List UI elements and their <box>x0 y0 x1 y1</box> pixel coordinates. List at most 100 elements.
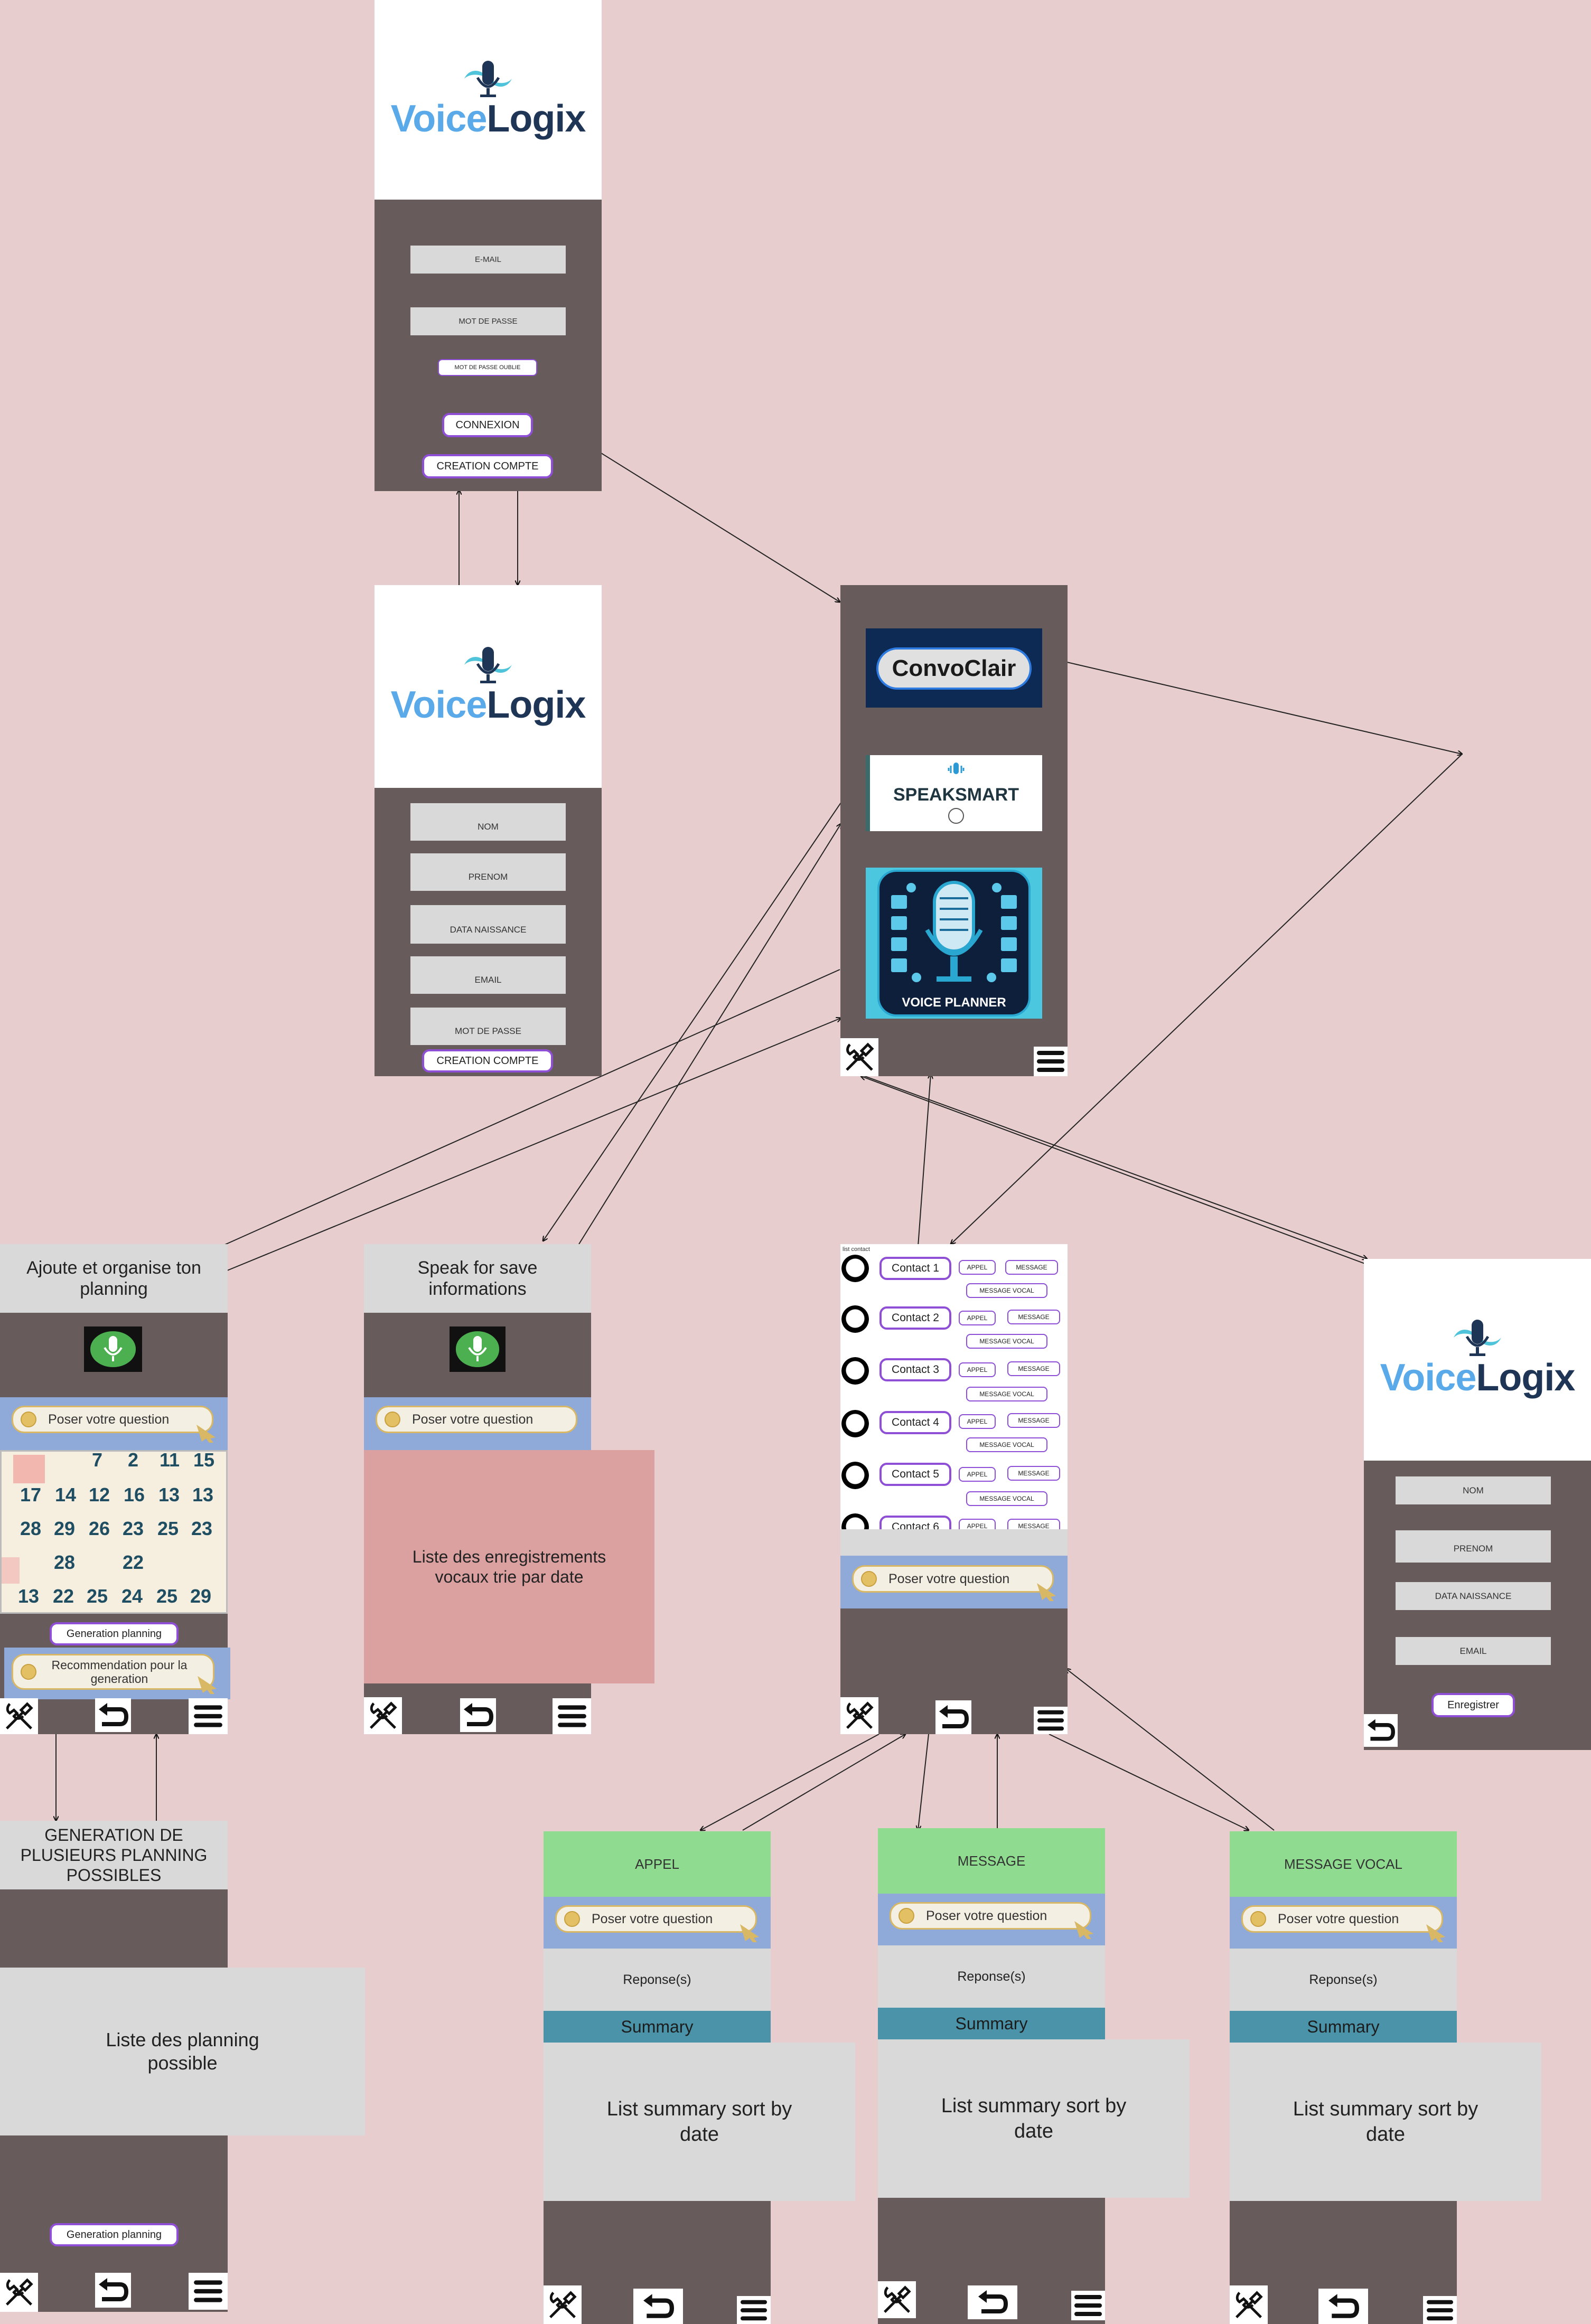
hamburger-menu-icon[interactable] <box>737 2296 771 2324</box>
call-button[interactable]: APPEL <box>959 1311 996 1325</box>
calendar-day[interactable]: 11 <box>160 1449 180 1471</box>
message-button[interactable]: MESSAGE <box>1007 1413 1060 1428</box>
signup-password-input[interactable]: MOT DE PASSE <box>410 1008 566 1045</box>
calendar-day[interactable]: 22 <box>123 1551 144 1573</box>
call-button[interactable]: APPEL <box>959 1467 996 1482</box>
calendar-day[interactable]: 14 <box>55 1484 77 1506</box>
convoclair-app-tile[interactable]: ConvoClair <box>866 628 1042 708</box>
calendar-day[interactable]: 28 <box>54 1551 76 1573</box>
summary-header[interactable]: Summary <box>878 2008 1105 2039</box>
question-input[interactable]: Poser votre question <box>555 1905 757 1933</box>
profile-birthdate-input[interactable]: DATA NAISSANCE <box>1396 1582 1551 1610</box>
calendar-day[interactable]: 13 <box>192 1484 214 1506</box>
calendar-day[interactable]: 25 <box>87 1585 108 1607</box>
question-input[interactable]: Poser votre question <box>376 1406 577 1433</box>
summary-list[interactable]: List summary sort by date <box>544 2043 855 2201</box>
message-button[interactable]: MESSAGE <box>1007 1310 1060 1324</box>
profile-email-input[interactable]: EMAIL <box>1396 1637 1551 1665</box>
generate-planning-button[interactable]: Generation planning <box>50 1622 179 1645</box>
calendar-day[interactable]: 29 <box>54 1518 76 1539</box>
back-arrow-icon[interactable] <box>1318 2289 1368 2324</box>
calendar-day[interactable]: 13 <box>158 1484 180 1506</box>
create-account-button[interactable]: CREATION COMPTE <box>422 454 553 478</box>
settings-tools-icon[interactable] <box>364 1697 402 1734</box>
question-input[interactable]: Poser votre question <box>12 1406 213 1433</box>
back-arrow-icon[interactable] <box>95 1698 131 1732</box>
calendar-day[interactable]: 12 <box>89 1484 110 1506</box>
calendar-widget[interactable] <box>0 1450 228 1614</box>
recommend-input[interactable]: Recommendation pour la generation <box>12 1654 214 1690</box>
contact-2-button[interactable]: Contact 2 <box>879 1306 951 1330</box>
profile-prenom-input[interactable]: PRENOM <box>1396 1530 1551 1563</box>
back-arrow-icon[interactable] <box>460 1698 496 1732</box>
contact-3-button[interactable]: Contact 3 <box>879 1358 951 1381</box>
call-button[interactable]: APPEL <box>959 1362 996 1377</box>
question-input[interactable]: Poser votre question <box>1241 1905 1443 1933</box>
speaksmart-app-tile[interactable]: SPEAKSMART <box>866 755 1042 831</box>
hamburger-menu-icon[interactable] <box>189 2273 228 2310</box>
email-input[interactable]: E-MAIL <box>410 246 566 274</box>
calendar-day[interactable]: 25 <box>157 1518 179 1539</box>
calendar-day[interactable]: 16 <box>124 1484 145 1506</box>
calendar-day[interactable]: 23 <box>191 1518 213 1539</box>
calendar-day[interactable]: 15 <box>193 1449 215 1471</box>
settings-tools-icon[interactable] <box>0 2273 38 2312</box>
summary-header[interactable]: Summary <box>544 2011 771 2043</box>
summary-header[interactable]: Summary <box>1230 2011 1457 2043</box>
question-input[interactable]: Poser votre question <box>890 1902 1091 1930</box>
hamburger-menu-icon[interactable] <box>553 1698 591 1734</box>
signup-email-input[interactable]: EMAIL <box>410 956 566 994</box>
calendar-day[interactable]: 29 <box>190 1585 212 1607</box>
voice-message-button[interactable]: MESSAGE VOCAL <box>966 1491 1047 1506</box>
calendar-day[interactable]: 13 <box>18 1585 40 1607</box>
settings-tools-icon[interactable] <box>0 1698 38 1734</box>
profile-nom-input[interactable]: NOM <box>1396 1476 1551 1504</box>
calendar-day[interactable]: 23 <box>123 1518 144 1539</box>
login-button[interactable]: CONNEXION <box>442 413 533 437</box>
signup-birthdate-input[interactable]: DATA NAISSANCE <box>410 905 566 944</box>
hamburger-menu-icon[interactable] <box>1034 1707 1068 1734</box>
message-button[interactable]: MESSAGE <box>1007 1361 1060 1376</box>
signup-nom-input[interactable]: NOM <box>410 803 566 841</box>
calendar-day[interactable]: 7 <box>92 1449 103 1471</box>
voice-message-button[interactable]: MESSAGE VOCAL <box>966 1334 1047 1349</box>
message-button[interactable]: MESSAGE <box>1007 1466 1060 1481</box>
summary-list[interactable]: List summary sort by date <box>878 2039 1190 2198</box>
hamburger-menu-icon[interactable] <box>1423 2296 1457 2324</box>
contact-1-button[interactable]: Contact 1 <box>879 1257 951 1280</box>
hamburger-menu-icon[interactable] <box>1034 1047 1068 1076</box>
voice-message-button[interactable]: MESSAGE VOCAL <box>966 1437 1047 1452</box>
calendar-day[interactable]: 17 <box>20 1484 42 1506</box>
settings-tools-icon[interactable] <box>840 1697 878 1734</box>
forgot-password-button[interactable]: MOT DE PASSE OUBLIE <box>438 359 537 376</box>
voice-message-button[interactable]: MESSAGE VOCAL <box>966 1283 1047 1298</box>
calendar-day[interactable]: 25 <box>156 1585 178 1607</box>
back-arrow-icon[interactable] <box>633 2289 683 2324</box>
generate-planning-button[interactable]: Generation planning <box>50 2223 179 2246</box>
signup-create-button[interactable]: CREATION COMPTE <box>422 1049 553 1072</box>
microphone-icon[interactable] <box>450 1326 506 1372</box>
back-arrow-icon[interactable] <box>968 2285 1017 2319</box>
recordings-list[interactable]: Liste des enregistrements vocaux trie pa… <box>364 1450 654 1683</box>
calendar-day[interactable]: 28 <box>20 1518 42 1539</box>
calendar-day[interactable]: 24 <box>121 1585 143 1607</box>
back-arrow-icon[interactable] <box>1364 1714 1398 1747</box>
call-button[interactable]: APPEL <box>959 1414 996 1429</box>
hamburger-menu-icon[interactable] <box>189 1698 228 1734</box>
voice-message-button[interactable]: MESSAGE VOCAL <box>966 1387 1047 1401</box>
settings-tools-icon[interactable] <box>544 2285 582 2324</box>
calendar-day[interactable]: 22 <box>53 1585 74 1607</box>
planning-list[interactable]: Liste des planning possible <box>0 1968 365 2135</box>
back-arrow-icon[interactable] <box>935 1700 971 1734</box>
back-arrow-icon[interactable] <box>95 2273 131 2308</box>
contact-4-button[interactable]: Contact 4 <box>879 1411 951 1434</box>
hamburger-menu-icon[interactable] <box>1071 2291 1105 2320</box>
call-button[interactable]: APPEL <box>959 1260 996 1275</box>
contact-5-button[interactable]: Contact 5 <box>879 1463 951 1486</box>
settings-tools-icon[interactable] <box>840 1038 878 1076</box>
signup-prenom-input[interactable]: PRENOM <box>410 853 566 891</box>
settings-tools-icon[interactable] <box>1230 2285 1268 2324</box>
voice-planner-app-tile[interactable]: VOICE PLANNER <box>866 868 1042 1019</box>
summary-list[interactable]: List summary sort by date <box>1230 2043 1541 2201</box>
calendar-day[interactable]: 26 <box>89 1518 110 1539</box>
